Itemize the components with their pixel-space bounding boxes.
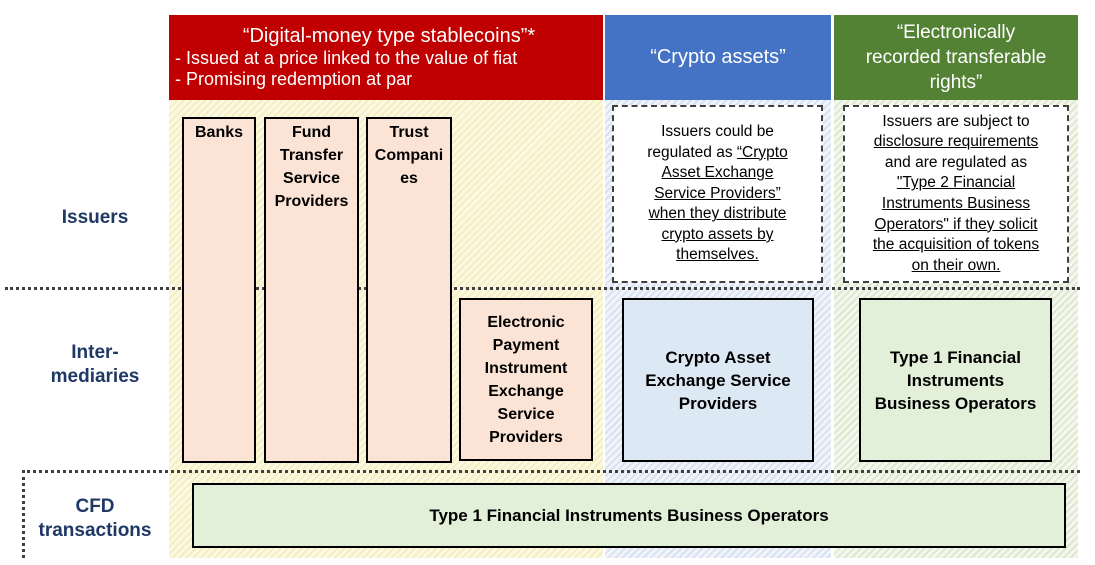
box-epi-line1: Electronic	[487, 313, 565, 331]
row-label-intermediaries-line1: Inter-	[71, 342, 119, 363]
box-fund-transfer: Fund Transfer Service Providers	[264, 117, 359, 463]
crypto-header: “Crypto assets”	[605, 15, 831, 100]
row-label-cfd-line2: transactions	[38, 520, 152, 541]
box-epi-line4: Exchange	[488, 382, 564, 400]
box-type1-line3: Business Operators	[874, 393, 1037, 413]
box-crypto-line3: Providers	[678, 393, 758, 413]
box-cfd-type1: Type 1 Financial Instruments Business Op…	[192, 483, 1066, 548]
crypto-header-title: “Crypto assets”	[650, 46, 786, 68]
note-crypto-line5: when they distribute	[648, 205, 787, 223]
note-crypto-issuers: Issuers could be regulated as “Crypto As…	[612, 105, 823, 283]
note-rights-line3: and are regulated as	[884, 153, 1028, 171]
box-banks-label: Banks	[194, 124, 244, 141]
row-label-cfd-line1: CFD	[75, 496, 115, 517]
note-rights-line5: Instruments Business	[881, 195, 1031, 212]
note-crypto-line2b: “Crypto	[736, 143, 788, 161]
stablecoin-header-line2: - Promising redemption at par	[175, 69, 413, 89]
box-epi-line3: Instrument	[484, 359, 568, 377]
box-crypto-line2: Exchange Service	[645, 370, 791, 390]
stablecoin-header-title: “Digital-money type stablecoins”*	[242, 25, 536, 47]
box-epi-line5: Service	[497, 405, 555, 423]
note-rights-line1: Issuers are subject to	[882, 112, 1030, 130]
box-fund-transfer-line4: Providers	[274, 193, 349, 210]
note-crypto-line3: Asset Exchange	[661, 164, 774, 182]
box-trust-line3: es	[400, 170, 418, 187]
box-trust-companies: Trust Compani es	[366, 117, 452, 463]
rights-header-line1: “Electronically	[896, 22, 1016, 43]
box-cfd-label: Type 1 Financial Instruments Business Op…	[429, 506, 829, 525]
row-label-intermediaries: Inter- mediaries	[30, 341, 160, 389]
row-label-intermediaries-line2: mediaries	[50, 366, 140, 387]
box-type1-line1: Type 1 Financial	[889, 347, 1021, 367]
note-crypto-line6: crypto assets by	[661, 225, 774, 243]
note-crypto-line4: Service Providers”	[654, 184, 781, 202]
note-rights-line4: "Type 2 Financial	[896, 174, 1016, 192]
box-banks: Banks	[182, 117, 256, 463]
stablecoin-header-line1: - Issued at a price linked to the value …	[175, 48, 518, 68]
box-fund-transfer-line2: Transfer	[279, 147, 344, 164]
note-rights-issuers: Issuers are subject to disclosure requir…	[843, 105, 1069, 283]
box-epi-line2: Payment	[492, 336, 560, 354]
row-label-issuers: Issuers	[61, 207, 129, 228]
note-rights-line8: on their own.	[911, 256, 1001, 274]
row-label-cfd: CFD transactions	[20, 495, 170, 543]
separator-intermediaries-cfd	[22, 470, 1080, 473]
box-type1-intermediary: Type 1 Financial Instruments Business Op…	[859, 298, 1052, 462]
box-trust-line2: Compani	[374, 147, 444, 164]
separator-cfd-left-edge	[22, 470, 25, 558]
box-type1-line2: Instruments	[906, 370, 1005, 390]
note-crypto-line7: themselves.	[676, 246, 759, 264]
box-trust-line1: Trust	[389, 124, 429, 141]
box-fund-transfer-line1: Fund	[291, 124, 332, 141]
rights-header-line2: recorded transferable	[865, 47, 1047, 68]
box-fund-transfer-line3: Service	[283, 170, 340, 187]
note-rights-line6: Operators" if they solicit	[874, 215, 1038, 233]
separator-issuers-intermediaries	[5, 287, 1080, 290]
box-crypto-line1: Crypto Asset	[665, 347, 771, 367]
rights-header-line3: rights”	[929, 72, 983, 93]
box-epi-line6: Providers	[489, 428, 563, 446]
note-crypto-line2a: regulated as	[647, 143, 737, 161]
box-crypto-exchange: Crypto Asset Exchange Service Providers	[622, 298, 814, 462]
note-rights-line2: disclosure requirements	[873, 133, 1039, 151]
note-crypto-line1: Issuers could be	[661, 122, 774, 140]
rights-header: “Electronically recorded transferable ri…	[834, 15, 1078, 100]
note-rights-line7: the acquisition of tokens	[872, 236, 1040, 254]
box-epi-exchange: Electronic Payment Instrument Exchange S…	[459, 298, 593, 461]
stablecoin-header: “Digital-money type stablecoins”* - Issu…	[169, 15, 603, 100]
note-crypto-line2: regulated as “Crypto	[647, 143, 787, 164]
